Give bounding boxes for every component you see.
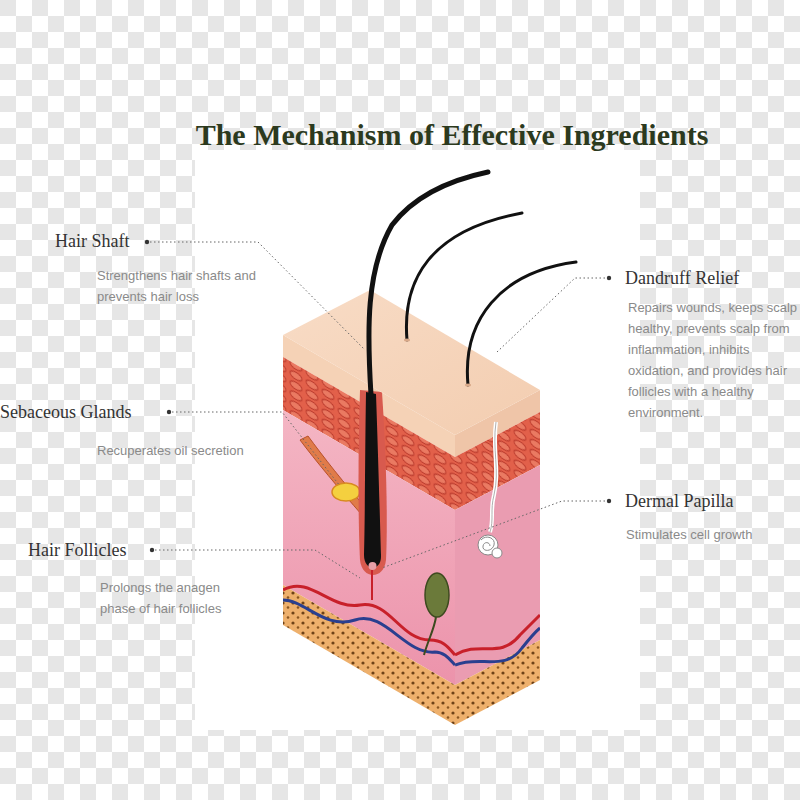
hair-shaft (406, 213, 522, 340)
sebaceous-gland (332, 483, 360, 501)
leader-line (382, 501, 605, 568)
part-name: Dandruff Relief (625, 267, 739, 289)
leader-line (497, 278, 605, 352)
leader-lines (150, 242, 605, 578)
part-note: Prolongs the anagen phase of hair follic… (100, 577, 250, 619)
sweat-duct (490, 422, 496, 532)
follicle-sheath (359, 390, 387, 575)
sweat-gland (478, 535, 502, 558)
arrector-muscle (300, 436, 368, 515)
part-name: Dermal Papilla (625, 490, 733, 512)
leader-dots (145, 240, 611, 552)
leader-dot (145, 240, 149, 244)
hair-pore (404, 339, 410, 342)
fat-layer (455, 640, 540, 725)
papilla-vessel (371, 570, 373, 600)
artery-line (455, 615, 540, 655)
leader-dot (607, 499, 611, 503)
leader-line (155, 550, 360, 578)
part-note: Stimulates cell growth (626, 524, 796, 545)
leader-dot (167, 410, 171, 414)
nerve-line (424, 617, 436, 655)
vein-line (455, 628, 540, 665)
white-panel (195, 150, 640, 730)
sweat-duct-outline (490, 422, 496, 532)
part-name: Hair Shaft (55, 230, 129, 252)
part-name: Sebaceous Glands (0, 401, 131, 423)
hair-shaft (467, 262, 576, 385)
hair-shaft-main (369, 172, 488, 395)
hair-shafts (369, 172, 576, 395)
part-note: Recuperates oil secretion (97, 440, 287, 461)
leader-dot (607, 276, 611, 280)
skin-surface (283, 290, 540, 435)
leader-dot (150, 548, 154, 552)
diagram-title: The Mechanism of Effective Ingredients (142, 117, 762, 153)
hair-pore (465, 384, 471, 387)
pacinian-corpuscle (425, 573, 449, 617)
right-face (455, 390, 540, 725)
part-note: Strengthens hair shafts and prevents hai… (97, 265, 257, 307)
dermal-papilla (369, 562, 377, 570)
hair-follicle (364, 392, 381, 568)
part-name: Hair Follicles (28, 539, 126, 561)
part-note: Repairs wounds, keeps scalp healthy, pre… (628, 297, 800, 423)
